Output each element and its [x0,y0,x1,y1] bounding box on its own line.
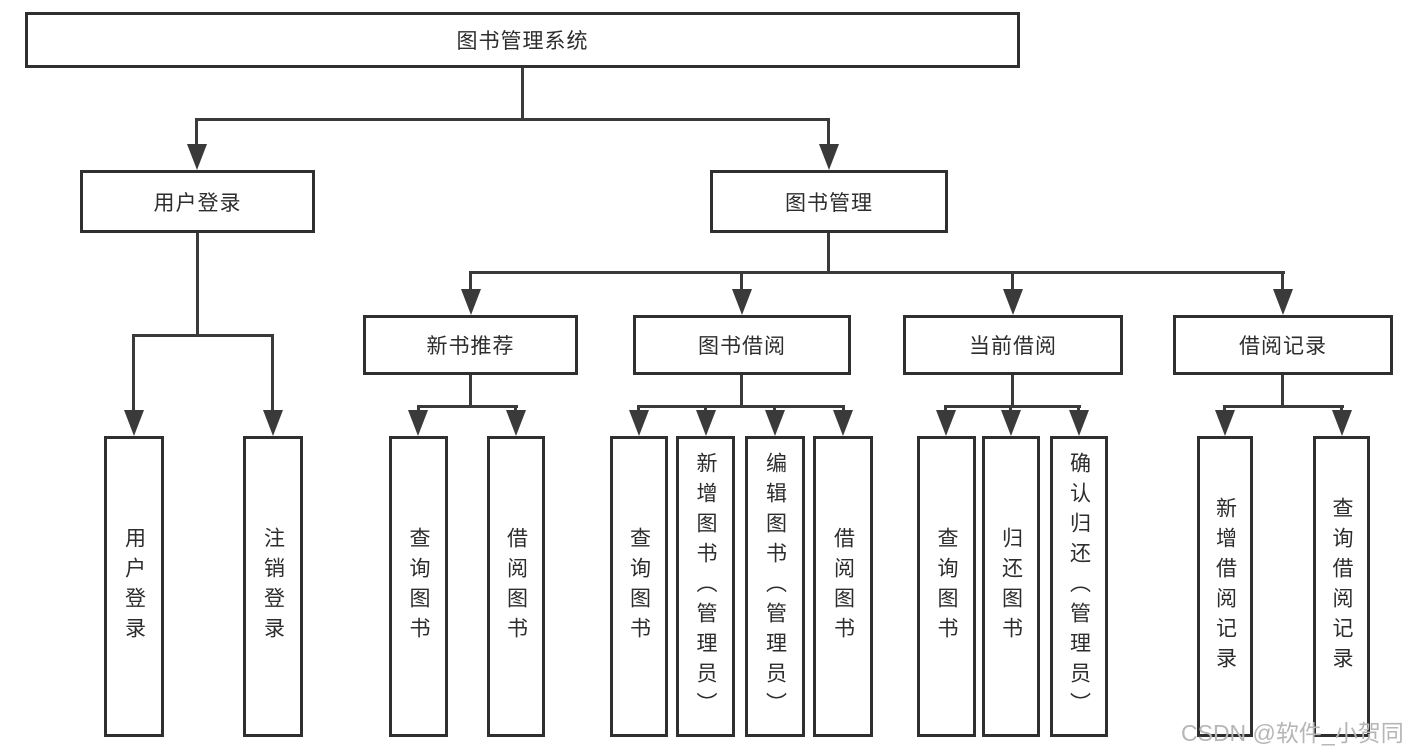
arrowhead-down-icon [263,410,283,436]
connector-new-book-rec-stem [469,373,472,408]
arrowhead-down-icon [506,410,526,436]
connector-user-login-stem [196,231,199,337]
connector-drop-book-borrow [740,271,743,291]
leaf-label: 查询图书 [935,526,958,647]
node-current-borrow: 当前借阅 [903,315,1123,375]
connector-new-book-rec-branch [417,405,518,408]
connector-drop-borrow-records [1281,271,1284,291]
node-label: 用户登录 [153,191,242,215]
arrowhead-down-icon [408,410,428,436]
leaf-query-books-current: 查询图书 [917,436,976,737]
arrowhead-down-icon [1332,410,1352,436]
node-root-label: 图书管理系统 [456,30,589,53]
node-label: 新书推荐 [426,335,515,358]
leaf-label: 注销登录 [261,526,285,647]
arrowhead-down-icon [833,410,853,436]
leaf-borrow-books: 借阅图书 [813,436,873,737]
connector-drop-leaf-logout [271,334,274,412]
connector-book-mgmt-stem [827,231,830,274]
arrowhead-down-icon [1003,289,1023,315]
leaf-borrow-books-rec: 借阅图书 [487,436,545,737]
node-label: 图书管理 [785,191,873,215]
node-label: 当前借阅 [969,335,1057,358]
connector-borrow-records-branch [1223,405,1344,408]
node-user-login: 用户登录 [80,170,315,233]
leaf-label: 查询图书 [627,526,651,647]
arrowhead-down-icon [187,144,207,170]
leaf-user-login: 用户登录 [104,436,164,737]
connector-borrow-records-stem [1281,373,1284,408]
leaf-label: 编辑图书（管理员） [763,451,787,722]
arrowhead-down-icon [1273,289,1293,315]
leaf-query-books-rec: 查询图书 [389,436,448,737]
connector-drop-new-book-rec [469,271,472,291]
leaf-label: 查询借阅记录 [1330,496,1353,677]
leaf-query-books-borrow: 查询图书 [610,436,668,737]
connector-current-borrow-branch [944,405,1081,408]
node-book-borrow: 图书借阅 [633,315,851,375]
arrowhead-down-icon [732,289,752,315]
arrowhead-down-icon [936,410,956,436]
node-label: 借阅记录 [1239,335,1327,358]
node-label: 图书借阅 [698,335,786,358]
connector-current-borrow-stem [1011,373,1014,408]
arrowhead-down-icon [1001,410,1021,436]
connector-drop-current-borrow [1011,271,1014,291]
leaf-label: 确认归还（管理员） [1067,451,1091,722]
leaf-query-borrow-record: 查询借阅记录 [1313,436,1370,737]
connector-user-login-branch [132,334,274,337]
leaf-edit-book-admin: 编辑图书（管理员） [745,436,805,737]
arrowhead-down-icon [696,410,716,436]
leaf-return-book: 归还图书 [982,436,1040,737]
arrowhead-down-icon [1069,410,1089,436]
arrowhead-down-icon [819,144,839,170]
csdn-watermark: CSDN @软件_小贺同学 [1181,720,1405,746]
connector-book-borrow-branch [637,405,845,408]
node-borrow-records: 借阅记录 [1173,315,1393,375]
leaf-add-borrow-record: 新增借阅记录 [1197,436,1253,737]
leaf-label: 借阅图书 [504,526,528,647]
connector-book-borrow-stem [740,373,743,408]
node-root: 图书管理系统 [25,12,1020,68]
connector-drop-book-mgmt [827,118,830,148]
leaf-label: 查询图书 [407,526,430,647]
arrowhead-down-icon [765,410,785,436]
connector-root-branch [195,118,830,121]
leaf-confirm-return-admin: 确认归还（管理员） [1050,436,1108,737]
connector-root-stem [521,66,524,120]
arrowhead-down-icon [124,410,144,436]
node-book-mgmt: 图书管理 [710,170,948,233]
leaf-label: 新增图书（管理员） [694,451,717,722]
arrowhead-down-icon [629,410,649,436]
leaf-label: 借阅图书 [831,526,855,647]
leaf-label: 归还图书 [999,526,1023,647]
leaf-add-book-admin: 新增图书（管理员） [676,436,735,737]
arrowhead-down-icon [461,289,481,315]
connector-drop-user-login [195,118,198,148]
leaf-label: 用户登录 [122,526,146,647]
connector-book-mgmt-branch [469,271,1285,274]
leaf-logout: 注销登录 [243,436,303,737]
leaf-label: 新增借阅记录 [1213,496,1237,677]
connector-drop-leaf-login [132,334,135,412]
arrowhead-down-icon [1215,410,1235,436]
node-new-book-rec: 新书推荐 [363,315,578,375]
